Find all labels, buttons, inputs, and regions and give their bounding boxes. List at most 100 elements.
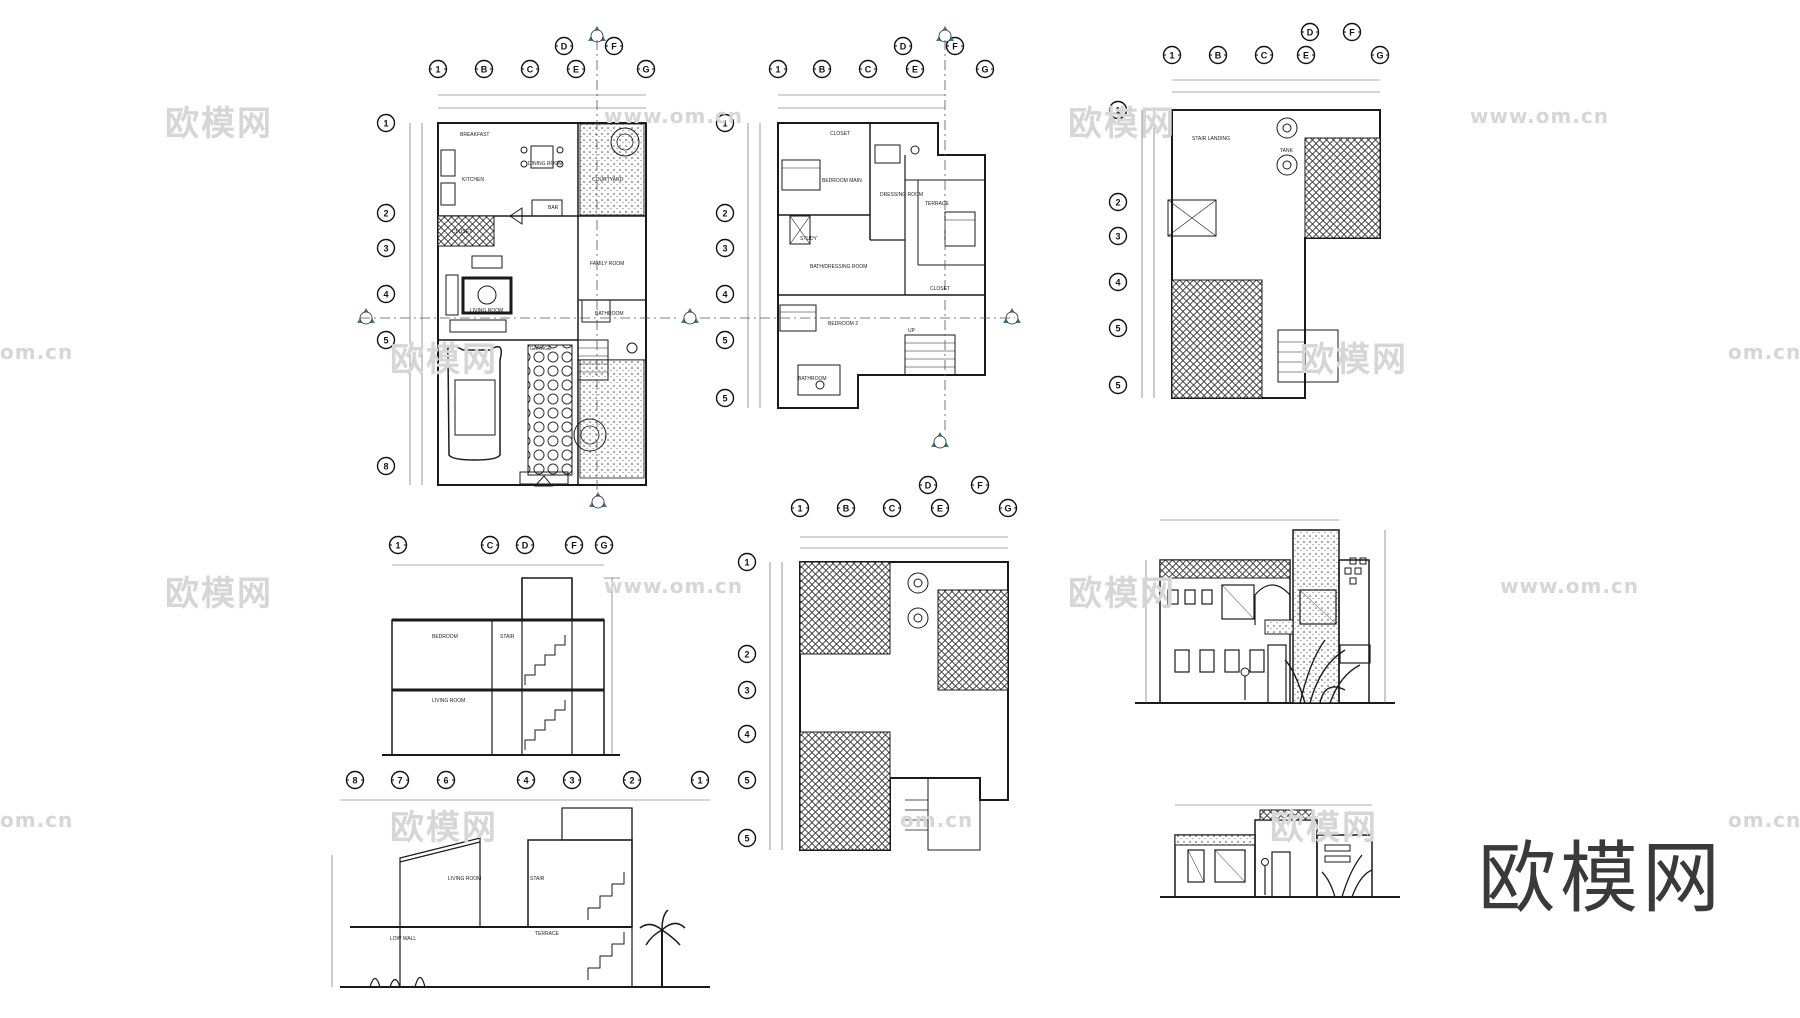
grid-bubble-label: G [1376, 51, 1383, 61]
grid-bubble: 1 [376, 113, 396, 133]
watermark-url: www.om.cn [604, 104, 744, 128]
grid-bubble-label: 4 [1115, 278, 1120, 288]
watermark-cn: 欧模网 [390, 340, 498, 380]
grid-bubble-label: C [1261, 51, 1268, 61]
grid-bubble-label: 2 [722, 209, 727, 219]
grid-bubble: 5 [1108, 318, 1128, 338]
grid-bubble: D [1300, 22, 1320, 42]
svg-text:BEDROOM 2: BEDROOM 2 [828, 321, 858, 327]
grid-bubble: 7 [390, 770, 410, 790]
grid-bubble: 3 [562, 770, 582, 790]
grid-bubble-label: 4 [744, 730, 749, 740]
grid-bubble-label: 4 [383, 290, 388, 300]
grid-bubble: 1 [768, 59, 788, 79]
section-marker [681, 308, 699, 325]
grid-bubble-label: B [819, 65, 826, 75]
svg-text:FAMILY ROOM: FAMILY ROOM [590, 261, 624, 267]
grid-bubble: 1 [715, 113, 735, 133]
grid-bubble-label: 8 [383, 462, 388, 472]
grid-bubble-label: 3 [1115, 232, 1120, 242]
grid-bubble: D [515, 535, 535, 555]
grid-bubble: C [480, 535, 500, 555]
watermark-cn: 欧模网 [1068, 104, 1176, 144]
grid-bubble: F [1342, 22, 1362, 42]
svg-text:TANK: TANK [1280, 148, 1294, 154]
ground-floor-plan [360, 40, 680, 500]
watermark-url-short: om.cn [0, 340, 74, 364]
upper-floor-plan [700, 40, 1015, 430]
grid-bubble: 2 [715, 203, 735, 223]
grid-bubble-label: 4 [722, 290, 727, 300]
grid-bubble: 3 [376, 238, 396, 258]
watermark-cn: 欧模网 [1068, 574, 1176, 614]
grid-bubble-label: 1 [697, 776, 702, 786]
grid-bubble: B [836, 498, 856, 518]
grid-bubble-label: F [952, 42, 958, 52]
grid-bubble-label: 5 [744, 834, 749, 844]
grid-bubble-label: D [561, 42, 568, 52]
grid-bubble: 1 [1162, 45, 1182, 65]
grid-bubble-label: D [1307, 28, 1314, 38]
grid-bubble-label: 5 [722, 394, 727, 404]
grid-bubble: C [882, 498, 902, 518]
watermark-cn: 欧模网 [165, 574, 273, 614]
grid-bubble-label: G [600, 541, 607, 551]
grid-bubble-label: 3 [569, 776, 574, 786]
grid-bubble: C [1254, 45, 1274, 65]
grid-bubble: G [636, 59, 656, 79]
grid-bubble-label: 5 [1115, 324, 1120, 334]
drawings: BREAKFAST DINING ROOM KITCHEN COURTYARD … [331, 40, 1400, 988]
grid-bubble-label: 5 [383, 336, 388, 346]
side-elevation [1160, 804, 1400, 898]
grid-bubble-label: G [981, 65, 988, 75]
svg-text:BEDROOM MAIN: BEDROOM MAIN [822, 178, 862, 184]
svg-text:CLOSET: CLOSET [830, 131, 850, 137]
watermark-cn: 欧模网 [1270, 808, 1378, 848]
grid-bubble: 5 [376, 330, 396, 350]
grid-bubble-label: 1 [395, 541, 400, 551]
grid-bubble-label: 1 [722, 119, 727, 129]
grid-bubble-label: C [527, 65, 534, 75]
grid-bubble-label: E [1303, 51, 1309, 61]
grid-bubble: 2 [1108, 192, 1128, 212]
section-marker [357, 308, 375, 325]
grid-bubble: 2 [737, 644, 757, 664]
svg-text:COURTYARD: COURTYARD [592, 177, 624, 183]
watermark-cn: 欧模网 [165, 104, 273, 144]
grid-bubble: 8 [376, 456, 396, 476]
grid-bubble: E [930, 498, 950, 518]
grid-bubble-label: 5 [1115, 381, 1120, 391]
grid-bubble-label: 8 [352, 776, 357, 786]
svg-text:BATH/DRESSING ROOM: BATH/DRESSING ROOM [810, 264, 867, 270]
grid-bubble-label: F [611, 42, 617, 52]
svg-text:STAIR LANDING: STAIR LANDING [1192, 136, 1230, 142]
grid-bubble: D [893, 36, 913, 56]
grid-bubble: 5 [737, 770, 757, 790]
section-b-labels: LIVING ROOM STAIR LOW WALL TERRACE [390, 876, 560, 942]
svg-text:STUDY: STUDY [800, 236, 818, 242]
grid-bubble-label: B [843, 504, 850, 514]
svg-text:STAIR: STAIR [530, 876, 545, 882]
grid-bubble-label: 6 [443, 776, 448, 786]
section-marker [936, 26, 954, 43]
grid-bubble-label: 1 [383, 119, 388, 129]
grid-bubble: F [970, 475, 990, 495]
grid-bubble-label: F [1349, 28, 1355, 38]
grid-bubble-label: 5 [722, 336, 727, 346]
grid-bubble-label: 1 [797, 504, 802, 514]
svg-text:DRESSING ROOM: DRESSING ROOM [880, 192, 923, 198]
grid-bubble: 4 [1108, 272, 1128, 292]
grid-bubble: 5 [715, 330, 735, 350]
svg-text:TERRACE: TERRACE [925, 201, 950, 207]
grid-bubble-label: 2 [629, 776, 634, 786]
grid-bubble-label: 3 [383, 244, 388, 254]
grid-bubble: 1 [737, 552, 757, 572]
grid-bubble: 4 [715, 284, 735, 304]
roof-plan [769, 536, 1009, 851]
ground-floor-room-labels: BREAKFAST DINING ROOM KITCHEN COURTYARD … [452, 132, 624, 352]
grid-bubble: B [812, 59, 832, 79]
grid-bubble-label: 2 [1115, 198, 1120, 208]
grid-bubble: 6 [436, 770, 456, 790]
